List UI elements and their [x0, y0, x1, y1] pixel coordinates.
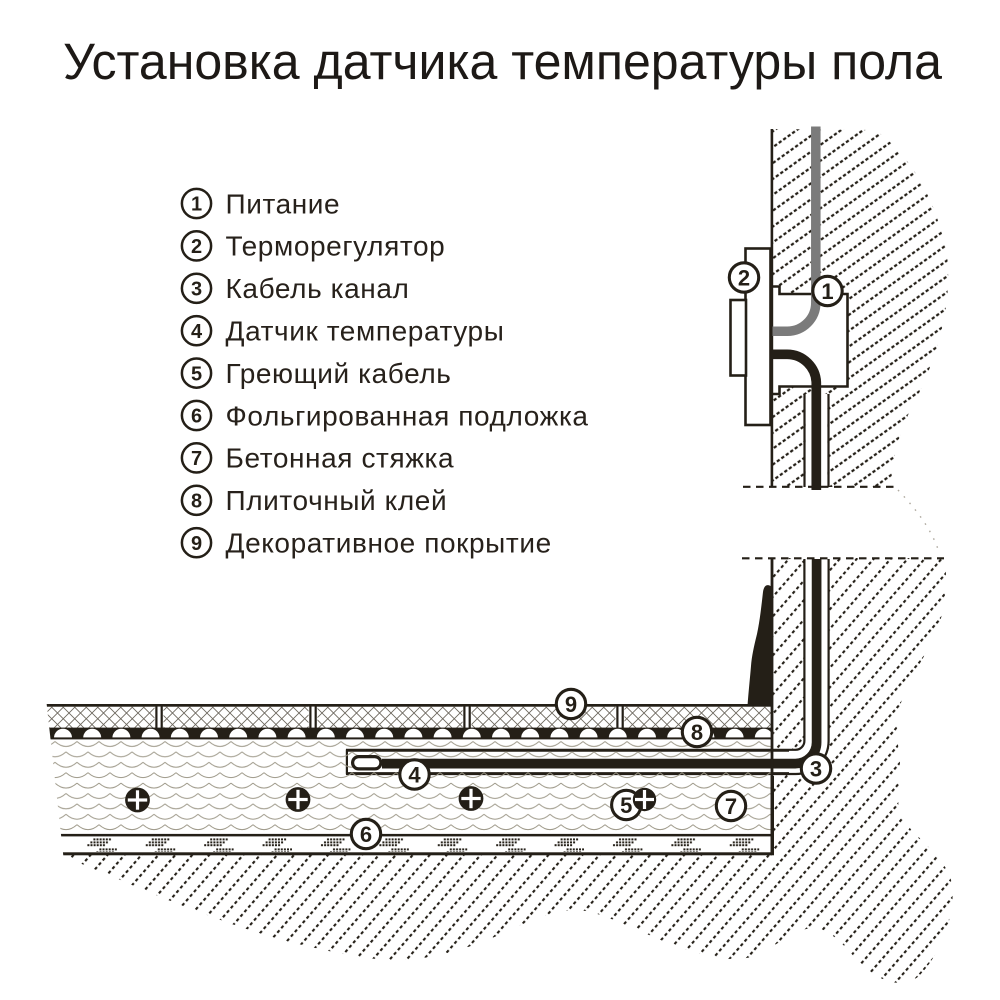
svg-text:Декоративное покрытие: Декоративное покрытие — [226, 528, 552, 559]
svg-text:Датчик температуры: Датчик температуры — [226, 316, 505, 347]
svg-text:Бетонная стяжка: Бетонная стяжка — [226, 443, 455, 474]
svg-text:Питание: Питание — [226, 188, 341, 219]
svg-text:5: 5 — [191, 363, 202, 385]
svg-text:9: 9 — [565, 692, 577, 717]
svg-text:Терморегулятор: Терморегулятор — [226, 231, 446, 262]
svg-text:6: 6 — [191, 406, 202, 428]
svg-text:8: 8 — [191, 491, 202, 513]
svg-text:2: 2 — [738, 266, 750, 291]
svg-text:1: 1 — [821, 279, 833, 304]
svg-text:7: 7 — [725, 794, 737, 819]
svg-text:5: 5 — [620, 793, 632, 818]
svg-text:6: 6 — [360, 822, 372, 847]
svg-text:8: 8 — [691, 720, 703, 745]
svg-text:4: 4 — [408, 763, 421, 788]
svg-text:4: 4 — [191, 321, 203, 343]
svg-text:Установка датчика температуры: Установка датчика температуры пола — [63, 33, 943, 90]
svg-text:Кабель канал: Кабель канал — [226, 273, 410, 304]
svg-text:9: 9 — [191, 533, 202, 555]
svg-text:Фольгированная подложка: Фольгированная подложка — [226, 400, 589, 431]
svg-text:7: 7 — [191, 448, 202, 470]
svg-text:3: 3 — [810, 757, 822, 782]
svg-text:Греющий кабель: Греющий кабель — [226, 358, 452, 389]
svg-text:1: 1 — [191, 194, 202, 216]
svg-text:2: 2 — [191, 236, 202, 258]
svg-text:Плиточный клей: Плиточный клей — [226, 485, 448, 516]
svg-text:3: 3 — [191, 279, 202, 301]
